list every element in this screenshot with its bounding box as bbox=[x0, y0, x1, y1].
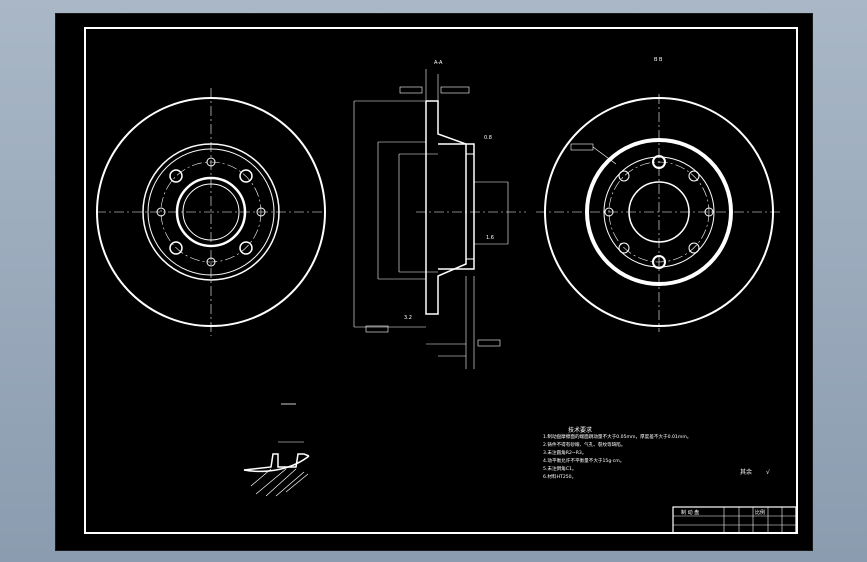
section-label: A-A bbox=[434, 60, 443, 66]
rear-view-disc: B B bbox=[536, 57, 781, 332]
tech-req-heading: 技术要求 bbox=[568, 426, 592, 434]
tech-req-line-5: 5.未注倒角C1。 bbox=[543, 465, 576, 472]
title-block-scale: 比例 bbox=[755, 509, 765, 516]
section-view: A-A 0.8 3.2 1.6 bbox=[353, 60, 526, 369]
tech-req-line-1: 1.制动盘摩擦面的端面跳动量不大于0.05mm，厚度差不大于0.01mm。 bbox=[543, 433, 691, 440]
roughness-mark-1: 0.8 bbox=[484, 135, 492, 141]
drawing-canvas[interactable]: A-A 0.8 3.2 1.6 B B bbox=[55, 13, 813, 551]
cad-drawing: A-A 0.8 3.2 1.6 B B bbox=[84, 27, 798, 534]
detail-view bbox=[243, 403, 310, 497]
drawing-border bbox=[84, 27, 798, 534]
tech-requirements: 技术要求 1.制动盘摩擦面的端面跳动量不大于0.05mm，厚度差不大于0.01m… bbox=[543, 426, 691, 480]
front-view-disc bbox=[96, 88, 326, 336]
surface-finish-note: 其余 bbox=[740, 468, 752, 476]
roughness-mark-2: 3.2 bbox=[404, 315, 412, 321]
surface-finish-value: √ bbox=[766, 469, 770, 476]
title-block: 制 动 盘 比例 bbox=[672, 506, 797, 534]
tech-req-line-2: 2.铸件不得有砂眼、气孔、裂纹等缺陷。 bbox=[543, 441, 625, 448]
roughness-mark-3: 1.6 bbox=[486, 235, 494, 241]
tech-req-line-3: 3.未注圆角R2~R3。 bbox=[543, 449, 586, 456]
tech-req-line-4: 4.动平衡允许不平衡量不大于15g·cm。 bbox=[543, 457, 624, 464]
tech-req-line-6: 6.材料HT250。 bbox=[543, 473, 576, 480]
right-view-label: B B bbox=[654, 57, 663, 63]
title-block-name: 制 动 盘 bbox=[681, 509, 699, 516]
